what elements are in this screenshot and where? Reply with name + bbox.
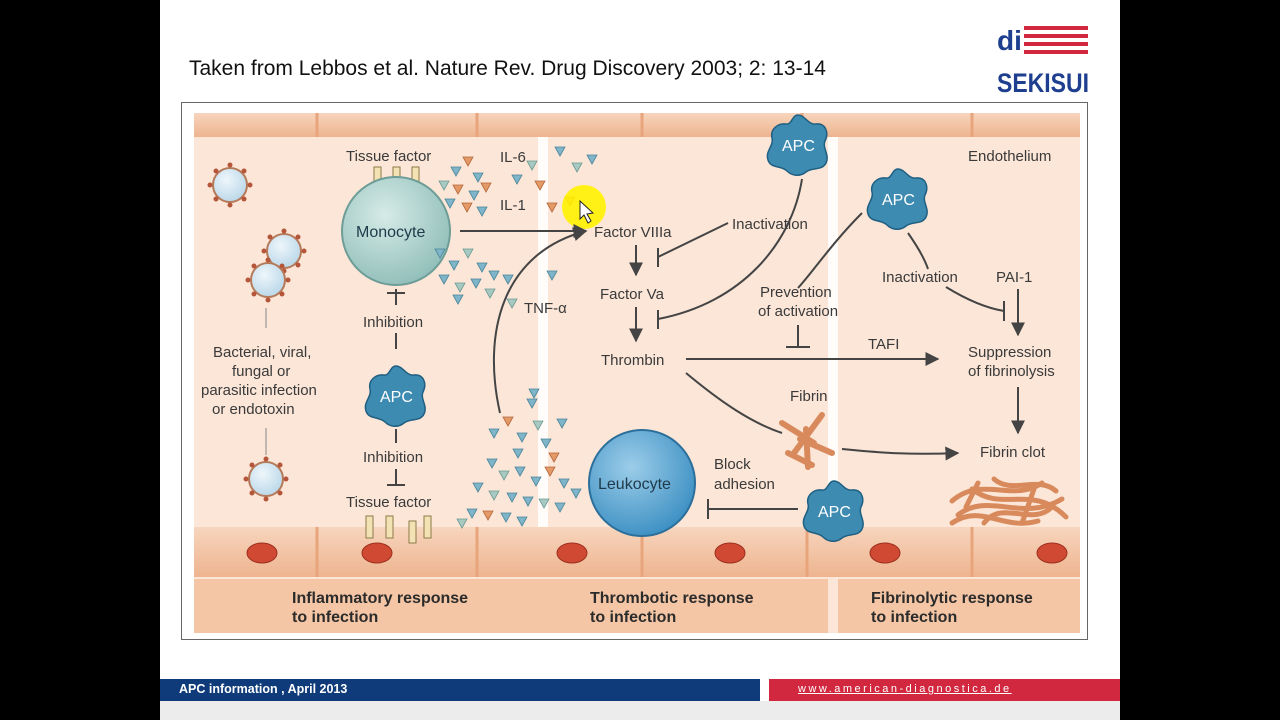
- endothelium-top: [194, 113, 1080, 137]
- infection-label-3: parasitic infection: [201, 382, 317, 399]
- leukocyte-cell: [588, 429, 696, 537]
- figure-frame: Inflammatory response to infection Throm…: [181, 102, 1088, 640]
- block-label-1: Block: [714, 456, 751, 473]
- infection-label-4: or endotoxin: [212, 401, 295, 418]
- panel-label-fibrinolytic: Fibrinolytic response: [871, 590, 1033, 607]
- inhibition-label-2: Inhibition: [363, 449, 423, 466]
- il1-label: IL-1: [500, 197, 526, 214]
- panel-divider: [538, 137, 548, 547]
- panel-label-fibrinolytic-sub: to infection: [871, 609, 957, 626]
- prevention-label-1: Prevention: [760, 284, 832, 301]
- footer-right[interactable]: www.american-diagnostica.de: [769, 679, 1120, 701]
- panel-label-thrombotic: Thrombotic response: [590, 590, 754, 607]
- inhibition-label-1: Inhibition: [363, 314, 423, 331]
- footer-left: APC information , April 2013: [160, 679, 760, 701]
- inactivation-label-1: Inactivation: [732, 216, 808, 233]
- panel-label-thrombotic-sub: to infection: [590, 609, 676, 626]
- monocyte-label: Monocyte: [356, 224, 425, 241]
- footer-bar: [160, 701, 1120, 720]
- fibrin-strands: [779, 412, 835, 470]
- suppression-label-1: Suppression: [968, 344, 1051, 361]
- leukocyte-label: Leukocyte: [598, 476, 671, 493]
- footer-left-text: APC information , April 2013: [179, 682, 348, 696]
- infection-label-1: Bacterial, viral,: [213, 344, 311, 361]
- thrombin-label: Thrombin: [601, 352, 664, 369]
- slide-title: Taken from Lebbos et al. Nature Rev. Dru…: [189, 57, 826, 80]
- svg-text:di: di: [997, 25, 1022, 56]
- apc-bottom-label: APC: [818, 504, 851, 521]
- panel-divider: [828, 137, 838, 547]
- infection-label-2: fungal or: [232, 363, 290, 380]
- apc-top-label: APC: [782, 138, 815, 155]
- footer-website-link[interactable]: www.american-diagnostica.de: [798, 683, 1012, 695]
- svg-text:SEKISUI: SEKISUI: [997, 68, 1089, 96]
- tissue-factor-bottom-label: Tissue factor: [346, 494, 431, 511]
- pai1-label: PAI-1: [996, 269, 1032, 286]
- il6-label: IL-6: [500, 149, 526, 166]
- panel-label-inflammatory: Inflammatory response: [292, 590, 468, 607]
- prevention-label-2: of activation: [758, 303, 838, 320]
- tafi-label: TAFI: [868, 336, 899, 353]
- tissue-factor-receptors-bottom: [365, 515, 432, 544]
- apc-right-label: APC: [882, 192, 915, 209]
- pathogen-particles: [206, 161, 308, 503]
- tissue-factor-top-label: Tissue factor: [346, 148, 431, 165]
- tnf-alpha-label: TNF-α: [524, 300, 567, 317]
- apc-mechanism-diagram: Inflammatory response to infection Throm…: [194, 113, 1080, 633]
- monocyte-cell: [341, 176, 451, 286]
- panel-labels: Inflammatory response to infection Throm…: [194, 579, 1080, 633]
- inactivation-label-2: Inactivation: [882, 269, 958, 286]
- apc-left-label: APC: [380, 389, 413, 406]
- fibrin-clot: [949, 476, 1069, 526]
- fibrin-clot-label: Fibrin clot: [980, 444, 1046, 461]
- panel-label-inflammatory-sub: to infection: [292, 609, 378, 626]
- suppression-label-2: of fibrinolysis: [968, 363, 1055, 380]
- endothelium-label: Endothelium: [968, 148, 1051, 165]
- factor-viiia-label: Factor VIIIa: [594, 224, 672, 241]
- sekisui-logo: di SEKISUI: [997, 25, 1089, 96]
- cursor-highlight: [562, 185, 606, 229]
- slide: Taken from Lebbos et al. Nature Rev. Dru…: [160, 0, 1120, 720]
- block-label-2: adhesion: [714, 476, 775, 493]
- factor-va-label: Factor Va: [600, 286, 665, 303]
- fibrin-label: Fibrin: [790, 388, 828, 405]
